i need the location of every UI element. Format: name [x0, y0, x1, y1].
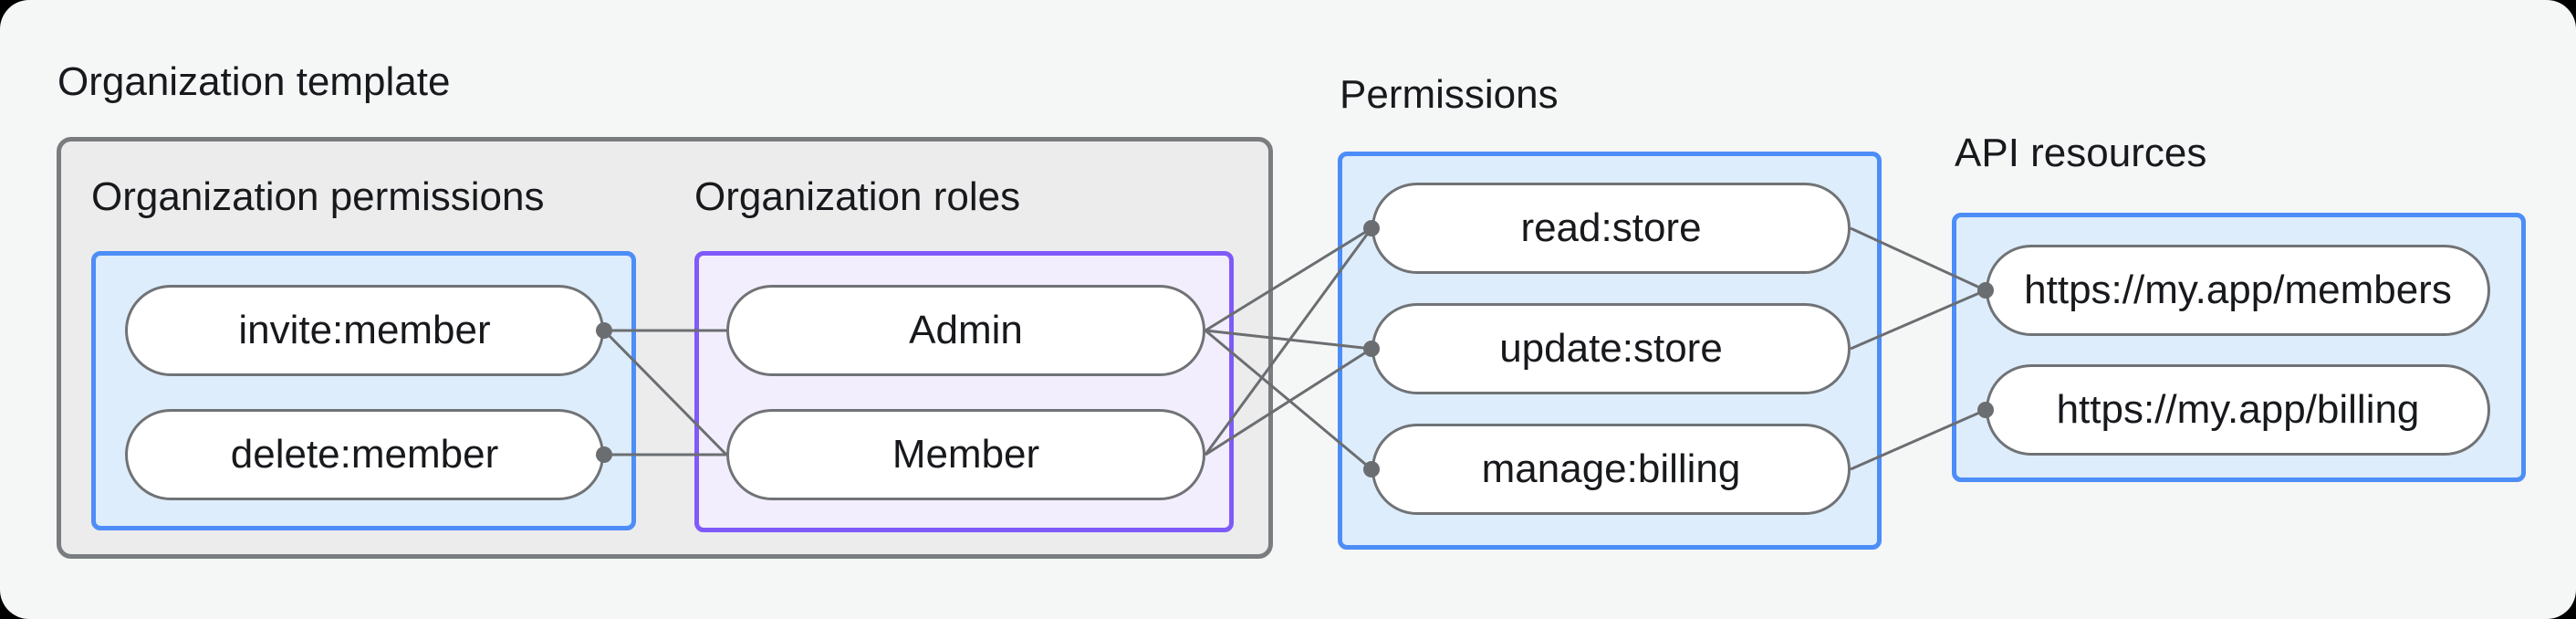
api-resources-label: API resources: [1955, 131, 2207, 175]
node-admin: Admin: [726, 285, 1205, 376]
node-read-store: read:store: [1371, 183, 1851, 274]
node-manage-billing: manage:billing: [1371, 424, 1851, 515]
node-member: Member: [726, 409, 1205, 500]
organization-roles-label: Organization roles: [694, 174, 1021, 219]
node-update-store: update:store: [1371, 303, 1851, 394]
permissions-label: Permissions: [1340, 72, 1559, 117]
organization-template-title: Organization template: [57, 59, 451, 104]
organization-permissions-label: Organization permissions: [91, 174, 545, 219]
node-members-api-resource: https://my.app/members: [1986, 245, 2490, 336]
node-invite-member: invite:member: [125, 285, 604, 376]
node-delete-member: delete:member: [125, 409, 604, 500]
node-billing-api-resource: https://my.app/billing: [1986, 364, 2490, 456]
